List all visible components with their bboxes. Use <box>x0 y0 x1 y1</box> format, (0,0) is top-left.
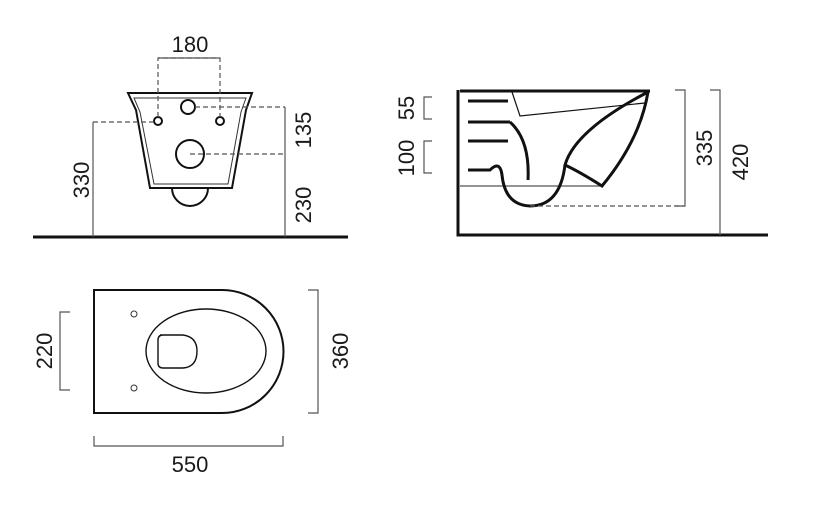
side-view: 55 100 335 420 <box>394 89 768 237</box>
dim-55-label: 55 <box>394 96 419 120</box>
dim-420-label: 420 <box>728 144 753 181</box>
plan-view: 220 360 550 <box>32 289 353 477</box>
inlet-brackets <box>423 96 432 174</box>
inlet-hole <box>180 99 196 115</box>
dim-360-label: 360 <box>328 333 353 370</box>
dim-135-label: 135 <box>291 112 316 149</box>
seat-hole-top <box>130 310 138 318</box>
wall-floor-line <box>456 90 768 237</box>
bowl-plan-outline <box>93 289 285 414</box>
dim-180-lines <box>157 57 221 117</box>
rim-ellipse <box>145 308 267 394</box>
dim-135-230-lines <box>190 106 285 155</box>
dim-330-label: 330 <box>69 162 94 199</box>
outlet-curve <box>171 187 209 207</box>
dim-230-label: 230 <box>291 187 316 224</box>
fixing-hole-left <box>153 116 163 126</box>
dim-100-label: 100 <box>394 140 419 177</box>
bowl-inner-outline <box>133 97 247 185</box>
fixing-hole-right <box>215 116 225 126</box>
seat-hole-bottom <box>130 384 138 392</box>
trap-path <box>468 99 567 208</box>
bowl-rim <box>563 90 650 188</box>
outlet-hole <box>175 139 205 169</box>
dim-220-label: 220 <box>32 333 57 370</box>
dim-550-label: 550 <box>172 452 209 477</box>
front-view: 180 330 135 230 <box>33 32 348 239</box>
bowl-outline <box>126 92 254 189</box>
dim-180-label: 180 <box>172 32 209 57</box>
drain-opening <box>157 334 198 369</box>
dim-335-label: 335 <box>692 130 717 167</box>
